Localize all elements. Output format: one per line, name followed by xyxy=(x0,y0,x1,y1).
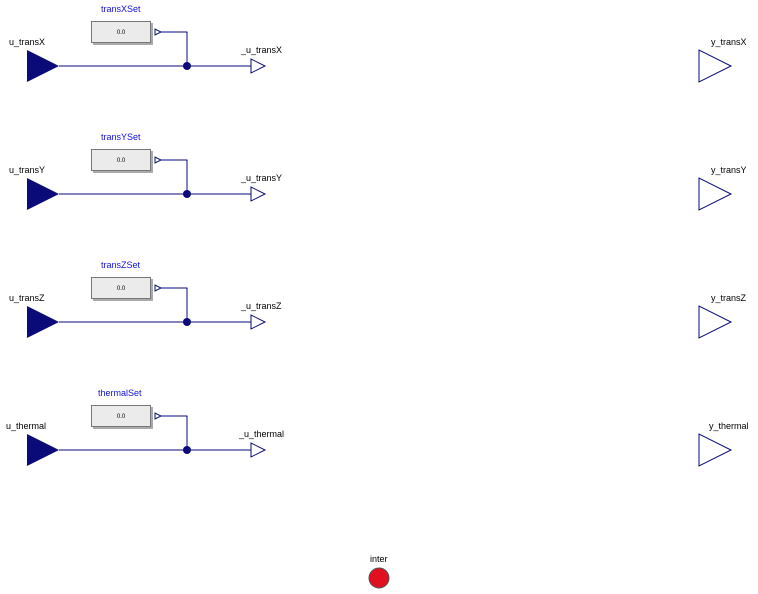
junction-transY xyxy=(183,190,191,198)
inter-connector[interactable] xyxy=(368,567,390,589)
inner-output-connector-transX[interactable] xyxy=(250,58,267,74)
row-transY xyxy=(27,156,733,211)
row-transZ xyxy=(27,284,733,339)
row-thermal xyxy=(27,412,733,467)
setpoint-label-thermal: thermalSet xyxy=(98,388,142,398)
setpoint-label-transZ: transZSet xyxy=(101,260,141,270)
setpoint-out-arrow-transY xyxy=(154,156,163,164)
output-label-transY: y_transY xyxy=(711,165,747,175)
setpoint-label-transY: transYSet xyxy=(101,132,141,142)
input-label-transY: u_transY xyxy=(9,165,46,175)
output-label-transX: y_transX xyxy=(711,37,747,47)
setpoint-block-transZ[interactable]: 0.0 xyxy=(91,277,151,299)
junction-transZ xyxy=(183,318,191,326)
input-connector-transY[interactable] xyxy=(27,178,59,210)
output-label-thermal: y_thermal xyxy=(709,421,749,431)
junction-thermal xyxy=(183,446,191,454)
inner-output-connector-transZ[interactable] xyxy=(250,314,267,330)
row-transX xyxy=(27,28,733,83)
inner-output-connector-transY[interactable] xyxy=(250,186,267,202)
setpoint-out-arrow-transZ xyxy=(154,284,163,292)
input-connector-transX[interactable] xyxy=(27,50,59,82)
setpoint-block-transY[interactable]: 0.0 xyxy=(91,149,151,171)
setpoint-wire-transY xyxy=(160,159,188,194)
input-label-transX: u_transX xyxy=(9,37,46,47)
setpoint-label-transX: transXSet xyxy=(101,4,141,14)
input-connector-transZ[interactable] xyxy=(27,306,59,338)
output-connector-transX[interactable] xyxy=(698,49,733,83)
output-connector-transZ[interactable] xyxy=(698,305,733,339)
input-label-thermal: u_thermal xyxy=(6,421,47,431)
input-label-transZ: u_transZ xyxy=(9,293,45,303)
setpoint-out-arrow-transX xyxy=(154,28,163,36)
junction-transX xyxy=(183,62,191,70)
setpoint-wire-transX xyxy=(160,31,188,66)
input-connector-thermal[interactable] xyxy=(27,434,59,466)
output-label-transZ: y_transZ xyxy=(711,293,747,303)
setpoint-out-arrow-thermal xyxy=(154,412,163,420)
inner-output-label-thermal: _u_thermal xyxy=(239,429,285,439)
output-connector-transY[interactable] xyxy=(698,177,733,211)
inner-output-label-transZ: _u_transZ xyxy=(241,301,282,311)
setpoint-block-transX[interactable]: 0.0 xyxy=(91,21,151,43)
inner-output-label-transX: _u_transX xyxy=(241,45,283,55)
setpoint-wire-thermal xyxy=(160,415,188,450)
output-connector-thermal[interactable] xyxy=(698,433,733,467)
inter-label: inter xyxy=(370,554,388,564)
inner-output-connector-thermal[interactable] xyxy=(250,442,267,458)
inner-output-label-transY: _u_transY xyxy=(241,173,283,183)
setpoint-block-thermal[interactable]: 0.0 xyxy=(91,405,151,427)
setpoint-wire-transZ xyxy=(160,287,188,322)
